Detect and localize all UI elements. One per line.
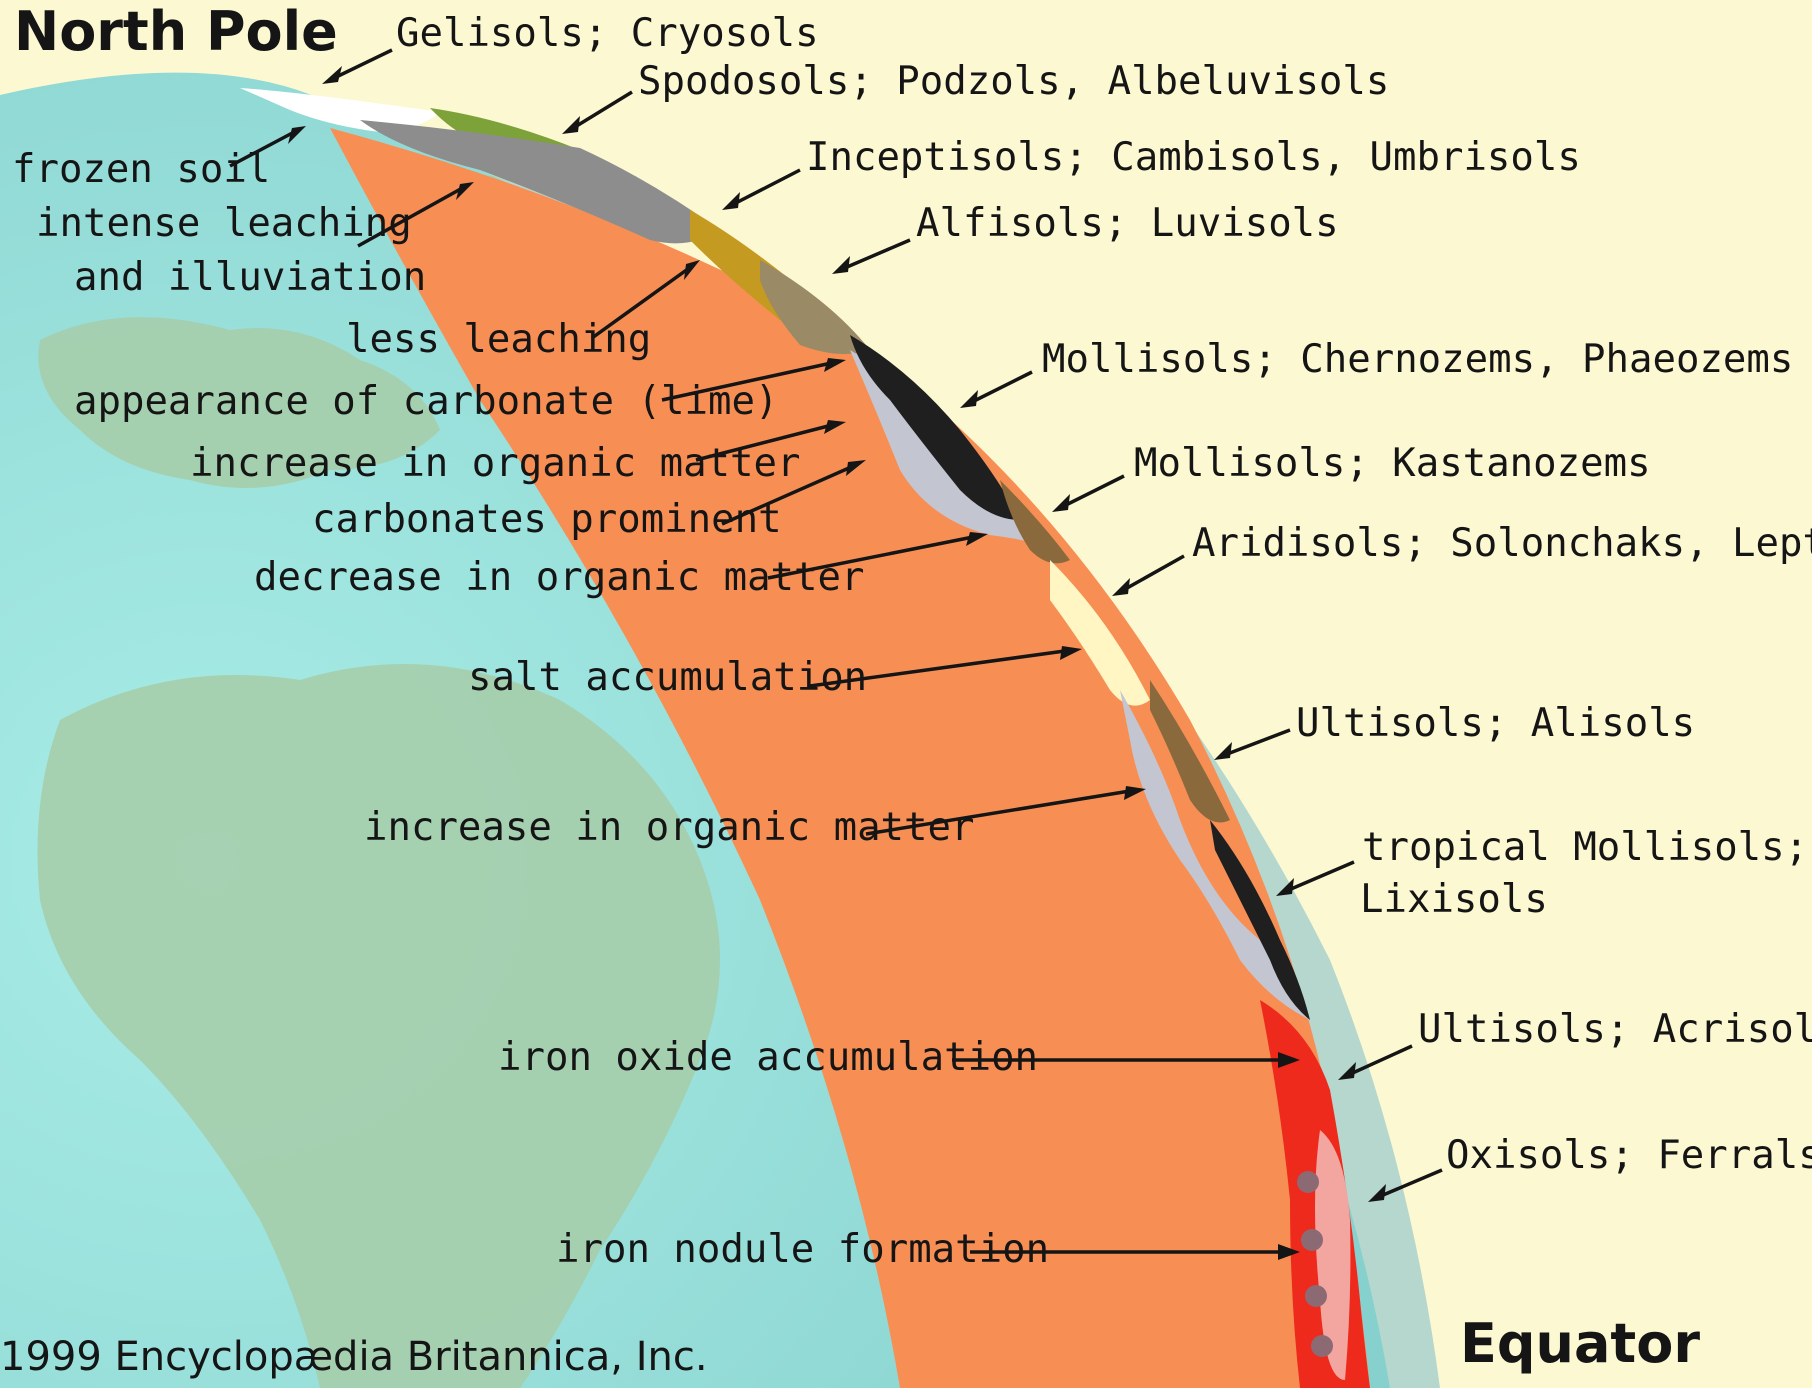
label-spodosols: Spodosols; Podzols, Albeluvisols <box>638 59 1389 104</box>
label-iron-oxide: iron oxide accumulation <box>498 1035 1038 1080</box>
iron-nodule <box>1305 1285 1327 1307</box>
label-organic-increase-2: increase in organic matter <box>364 805 974 850</box>
label-salt-accumulation: salt accumulation <box>468 655 867 700</box>
label-lixisols: Lixisols <box>1360 877 1548 922</box>
label-ultisols-acrisols: Ultisols; Acrisols <box>1418 1007 1812 1052</box>
label-ultisols-alisols: Ultisols; Alisols <box>1296 701 1695 746</box>
copyright-credit: 1999 Encyclopædia Britannica, Inc. <box>0 1334 708 1380</box>
label-illuviation: and illuviation <box>74 255 426 300</box>
label-less-leaching: less leaching <box>346 317 651 362</box>
label-intense-leaching: intense leaching <box>36 201 412 246</box>
label-oxisols: Oxisols; Ferralsols <box>1446 1133 1812 1178</box>
equator-title: Equator <box>1460 1312 1700 1375</box>
label-inceptisols: Inceptisols; Cambisols, Umbrisols <box>806 135 1581 180</box>
label-frozen-soil: frozen soil <box>12 147 270 192</box>
label-tropical-mollisols: tropical Mollisols; <box>1362 825 1808 870</box>
label-mollisols-kastanozems: Mollisols; Kastanozems <box>1134 441 1651 486</box>
label-organic-increase-1: increase in organic matter <box>190 441 800 486</box>
label-carbonate-appearance: appearance of carbonate (lime) <box>74 379 778 424</box>
iron-nodule <box>1301 1229 1323 1251</box>
label-carbonates-prominent: carbonates prominent <box>312 497 782 542</box>
iron-nodule <box>1311 1335 1333 1357</box>
label-organic-decrease: decrease in organic matter <box>254 555 864 600</box>
north-pole-title: North Pole <box>14 0 338 63</box>
label-alfisols: Alfisols; Luvisols <box>916 201 1339 246</box>
label-iron-nodule: iron nodule formation <box>556 1227 1049 1272</box>
label-mollisols-chernozems: Mollisols; Chernozems, Phaeozems <box>1042 337 1793 382</box>
label-aridisols: Aridisols; Solonchaks, Leptosols <box>1192 521 1812 566</box>
label-gelisols: Gelisols; Cryosols <box>396 11 819 56</box>
iron-nodule <box>1297 1171 1319 1193</box>
